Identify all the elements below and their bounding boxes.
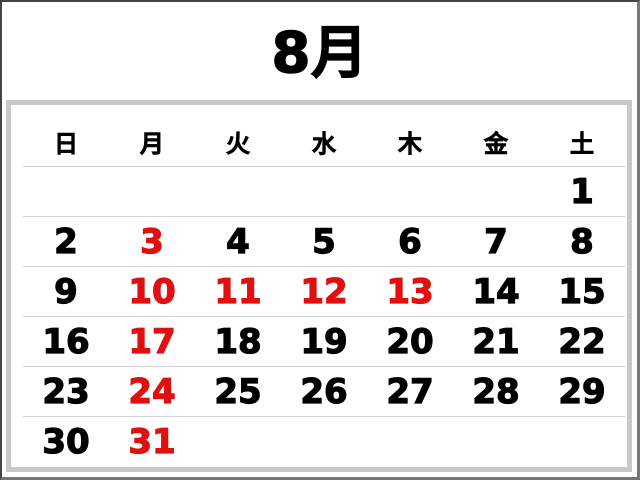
weekday-header-row: 日 月 火 水 木 金 土 <box>23 117 625 167</box>
date-cell: 12 <box>300 271 349 312</box>
empty-cell <box>367 167 453 216</box>
empty-cell <box>281 167 367 216</box>
weekday-mon: 月 <box>140 130 165 159</box>
date-cell: 10 <box>128 271 177 312</box>
empty-cell <box>195 417 281 466</box>
weekday-wed: 水 <box>312 130 337 159</box>
week-row: 30 31 <box>23 417 625 467</box>
date-cell: 5 <box>312 221 337 262</box>
week-row: 9 10 11 12 13 14 15 <box>23 267 625 317</box>
weekday-sat: 土 <box>570 130 595 159</box>
date-cell: 26 <box>300 371 349 412</box>
weekday-fri: 金 <box>484 130 509 159</box>
weekday-sun: 日 <box>54 130 79 159</box>
date-cell: 28 <box>472 371 521 412</box>
empty-cell <box>195 167 281 216</box>
empty-cell <box>453 417 539 466</box>
date-cell: 23 <box>42 371 91 412</box>
date-cell: 21 <box>472 321 521 362</box>
empty-cell <box>109 167 195 216</box>
date-cell: 25 <box>214 371 263 412</box>
week-row: 23 24 25 26 27 28 29 <box>23 367 625 417</box>
date-cell: 31 <box>128 421 177 462</box>
date-cell: 3 <box>140 221 165 262</box>
date-cell: 20 <box>386 321 435 362</box>
date-cell: 1 <box>570 171 595 212</box>
date-cell: 13 <box>386 271 435 312</box>
week-row: 16 17 18 19 20 21 22 <box>23 317 625 367</box>
date-cell: 17 <box>128 321 177 362</box>
empty-cell <box>367 417 453 466</box>
date-cell: 24 <box>128 371 177 412</box>
month-title: 8月 <box>271 20 369 87</box>
date-cell: 18 <box>214 321 263 362</box>
weekday-tue: 火 <box>226 130 251 159</box>
date-cell: 29 <box>558 371 607 412</box>
date-cell: 6 <box>398 221 423 262</box>
date-cell: 2 <box>54 221 79 262</box>
empty-cell <box>539 417 625 466</box>
date-cell: 7 <box>484 221 509 262</box>
date-cell: 30 <box>42 421 91 462</box>
week-row: 2 3 4 5 6 7 8 <box>23 217 625 267</box>
date-cell: 4 <box>226 221 251 262</box>
empty-cell <box>453 167 539 216</box>
date-cell: 16 <box>42 321 91 362</box>
date-cell: 19 <box>300 321 349 362</box>
date-cell: 22 <box>558 321 607 362</box>
date-cell: 9 <box>54 271 79 312</box>
weekday-thu: 木 <box>398 130 423 159</box>
week-row: 1 <box>23 167 625 217</box>
date-cell: 8 <box>570 221 595 262</box>
date-cell: 14 <box>472 271 521 312</box>
empty-cell <box>281 417 367 466</box>
date-cell: 27 <box>386 371 435 412</box>
empty-cell <box>23 167 109 216</box>
date-cell: 11 <box>214 271 263 312</box>
date-cell: 15 <box>558 271 607 312</box>
